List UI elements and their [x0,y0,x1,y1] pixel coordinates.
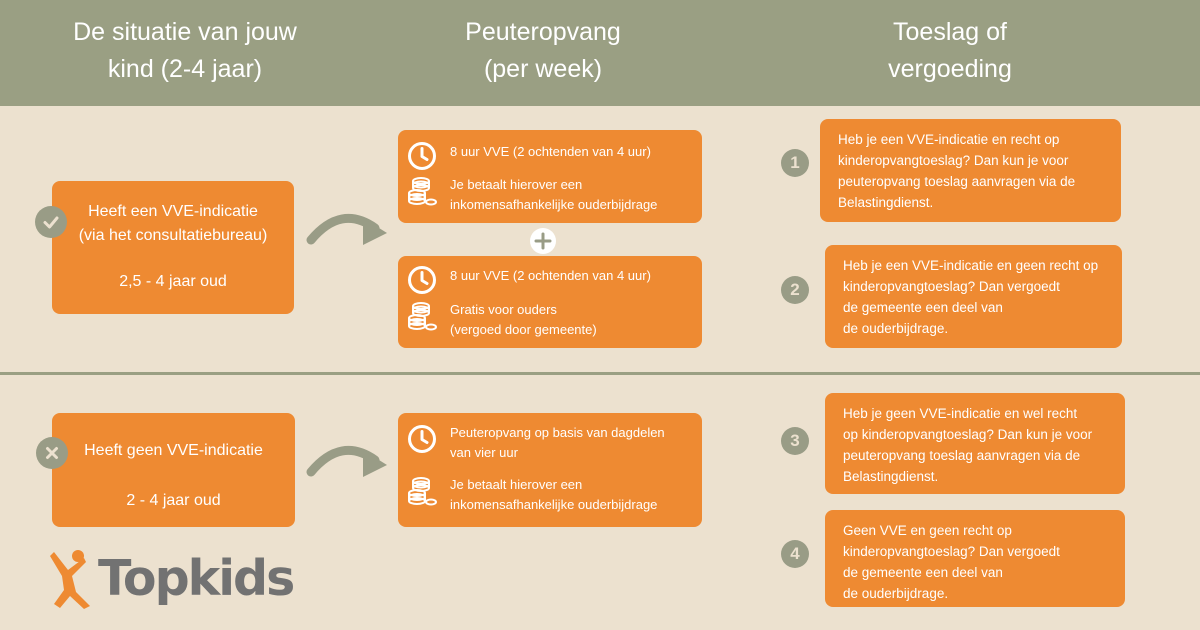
opvang-hours: 8 uur VVE (2 ochtenden van 4 uur) [450,144,651,159]
toeslag-box-4: Geen VVE en geen recht op kinderopvangto… [825,510,1125,607]
toeslag-box-1: Heb je een VVE-indicatie en recht op kin… [820,119,1121,222]
toeslag-box-2: Heb je een VVE-indicatie en geen recht o… [825,245,1122,348]
opvang-box-3: Peuteropvang op basis van dagdelen van v… [398,413,702,527]
opvang-hours: Peuteropvang op basis van dagdelen van v… [450,425,665,460]
arrow-icon [306,446,387,477]
header-bar: De situatie van jouw kind (2-4 jaar) Peu… [0,0,1200,106]
cross-icon [36,437,68,469]
coins-icon [408,177,437,206]
coins-icon [408,302,437,331]
number-badge-1: 1 [781,149,809,177]
opvang-cost: Je betaalt hierover een inkomensafhankel… [450,177,658,212]
column-title-peuteropvang: Peuteropvang (per week) [465,18,621,83]
number-badge-2: 2 [781,276,809,304]
coins-icon [408,477,437,506]
clock-icon [408,425,436,453]
column-title-situatie: De situatie van jouw kind (2-4 jaar) [73,18,297,83]
opvang-box-2: 8 uur VVE (2 ochtenden van 4 uur) Gratis… [398,256,702,348]
opvang-box-1: 8 uur VVE (2 ochtenden van 4 uur) Je bet… [398,130,702,223]
opvang-hours: 8 uur VVE (2 ochtenden van 4 uur) [450,268,651,283]
number-badge-4: 4 [781,540,809,568]
topkids-logo: Topkids [46,548,295,610]
opvang-cost: Gratis voor ouders (vergoed door gemeent… [450,302,597,337]
situation-box-vve: Heeft een VVE-indicatie (via het consult… [52,181,294,314]
clock-icon [408,266,436,294]
jumping-person-icon [50,550,90,609]
toeslag-box-3: Heb je geen VVE-indicatie en wel recht o… [825,393,1125,494]
situation-description: Heeft een VVE-indicatie (via het consult… [78,203,268,244]
clock-icon [408,142,436,170]
logo-text: Topkids [98,550,295,607]
check-icon [35,206,67,238]
situation-age: 2,5 - 4 jaar oud [119,273,227,290]
opvang-cost: Je betaalt hierover een inkomensafhankel… [450,477,658,512]
number-badge-3: 3 [781,427,809,455]
situation-description: Heeft geen VVE-indicatie [84,442,263,459]
arrow-icon [306,214,387,245]
section-divider [0,372,1200,375]
plus-icon [530,228,556,254]
situation-age: 2 - 4 jaar oud [126,492,221,509]
situation-box-geen-vve: Heeft geen VVE-indicatie 2 - 4 jaar oud [52,413,295,527]
column-title-toeslag: Toeslag of vergoeding [888,18,1012,83]
